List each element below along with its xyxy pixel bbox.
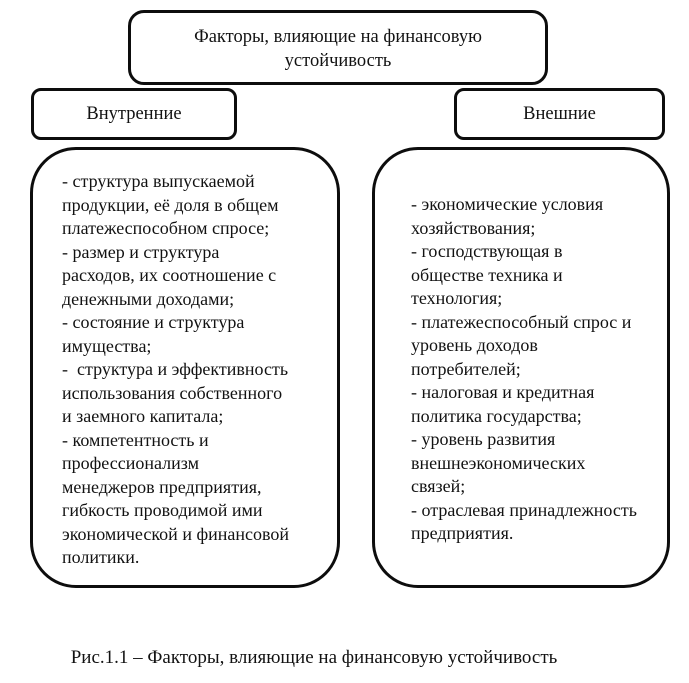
- internal-header-box: Внутренние: [31, 88, 237, 140]
- internal-header-label: Внутренние: [86, 103, 182, 124]
- external-factor-item: - отраслевая принадлежность предприятия.: [411, 499, 637, 544]
- internal-factor-item: - структура и эффективность использовани…: [62, 359, 289, 426]
- title-box: Факторы, влияющие на финансовую устойчив…: [128, 10, 548, 85]
- external-factors-box: - экономические условия хозяйствования; …: [372, 147, 670, 588]
- external-factor-item: - налоговая и кредитная политика государ…: [411, 382, 595, 426]
- internal-factor-item: - размер и структура расходов, их соотно…: [62, 241, 277, 309]
- internal-factor-item: - компетентность и профессионализм менед…: [62, 429, 289, 568]
- external-factor-item: - экономические условия хозяйствования;: [411, 194, 604, 238]
- external-header-box: Внешние: [454, 88, 665, 140]
- external-header-label: Внешние: [523, 103, 596, 124]
- external-factor-item: - уровень развития внешнеэкономических с…: [411, 429, 586, 496]
- internal-factor-item: - структура выпускаемой продукции, её до…: [62, 171, 279, 238]
- external-factor-item: - господствующая в обществе техника и те…: [411, 241, 563, 308]
- title-text: Факторы, влияющие на финансовую устойчив…: [194, 27, 482, 71]
- internal-factors-box: - структура выпускаемой продукции, её до…: [30, 147, 340, 588]
- figure-caption: Рис.1.1 – Факторы, влияющие на финансову…: [70, 647, 558, 668]
- external-factor-item: - платежеспособный спрос и уровень доход…: [411, 311, 632, 379]
- internal-factor-item: - состояние и структура имущества;: [62, 312, 245, 356]
